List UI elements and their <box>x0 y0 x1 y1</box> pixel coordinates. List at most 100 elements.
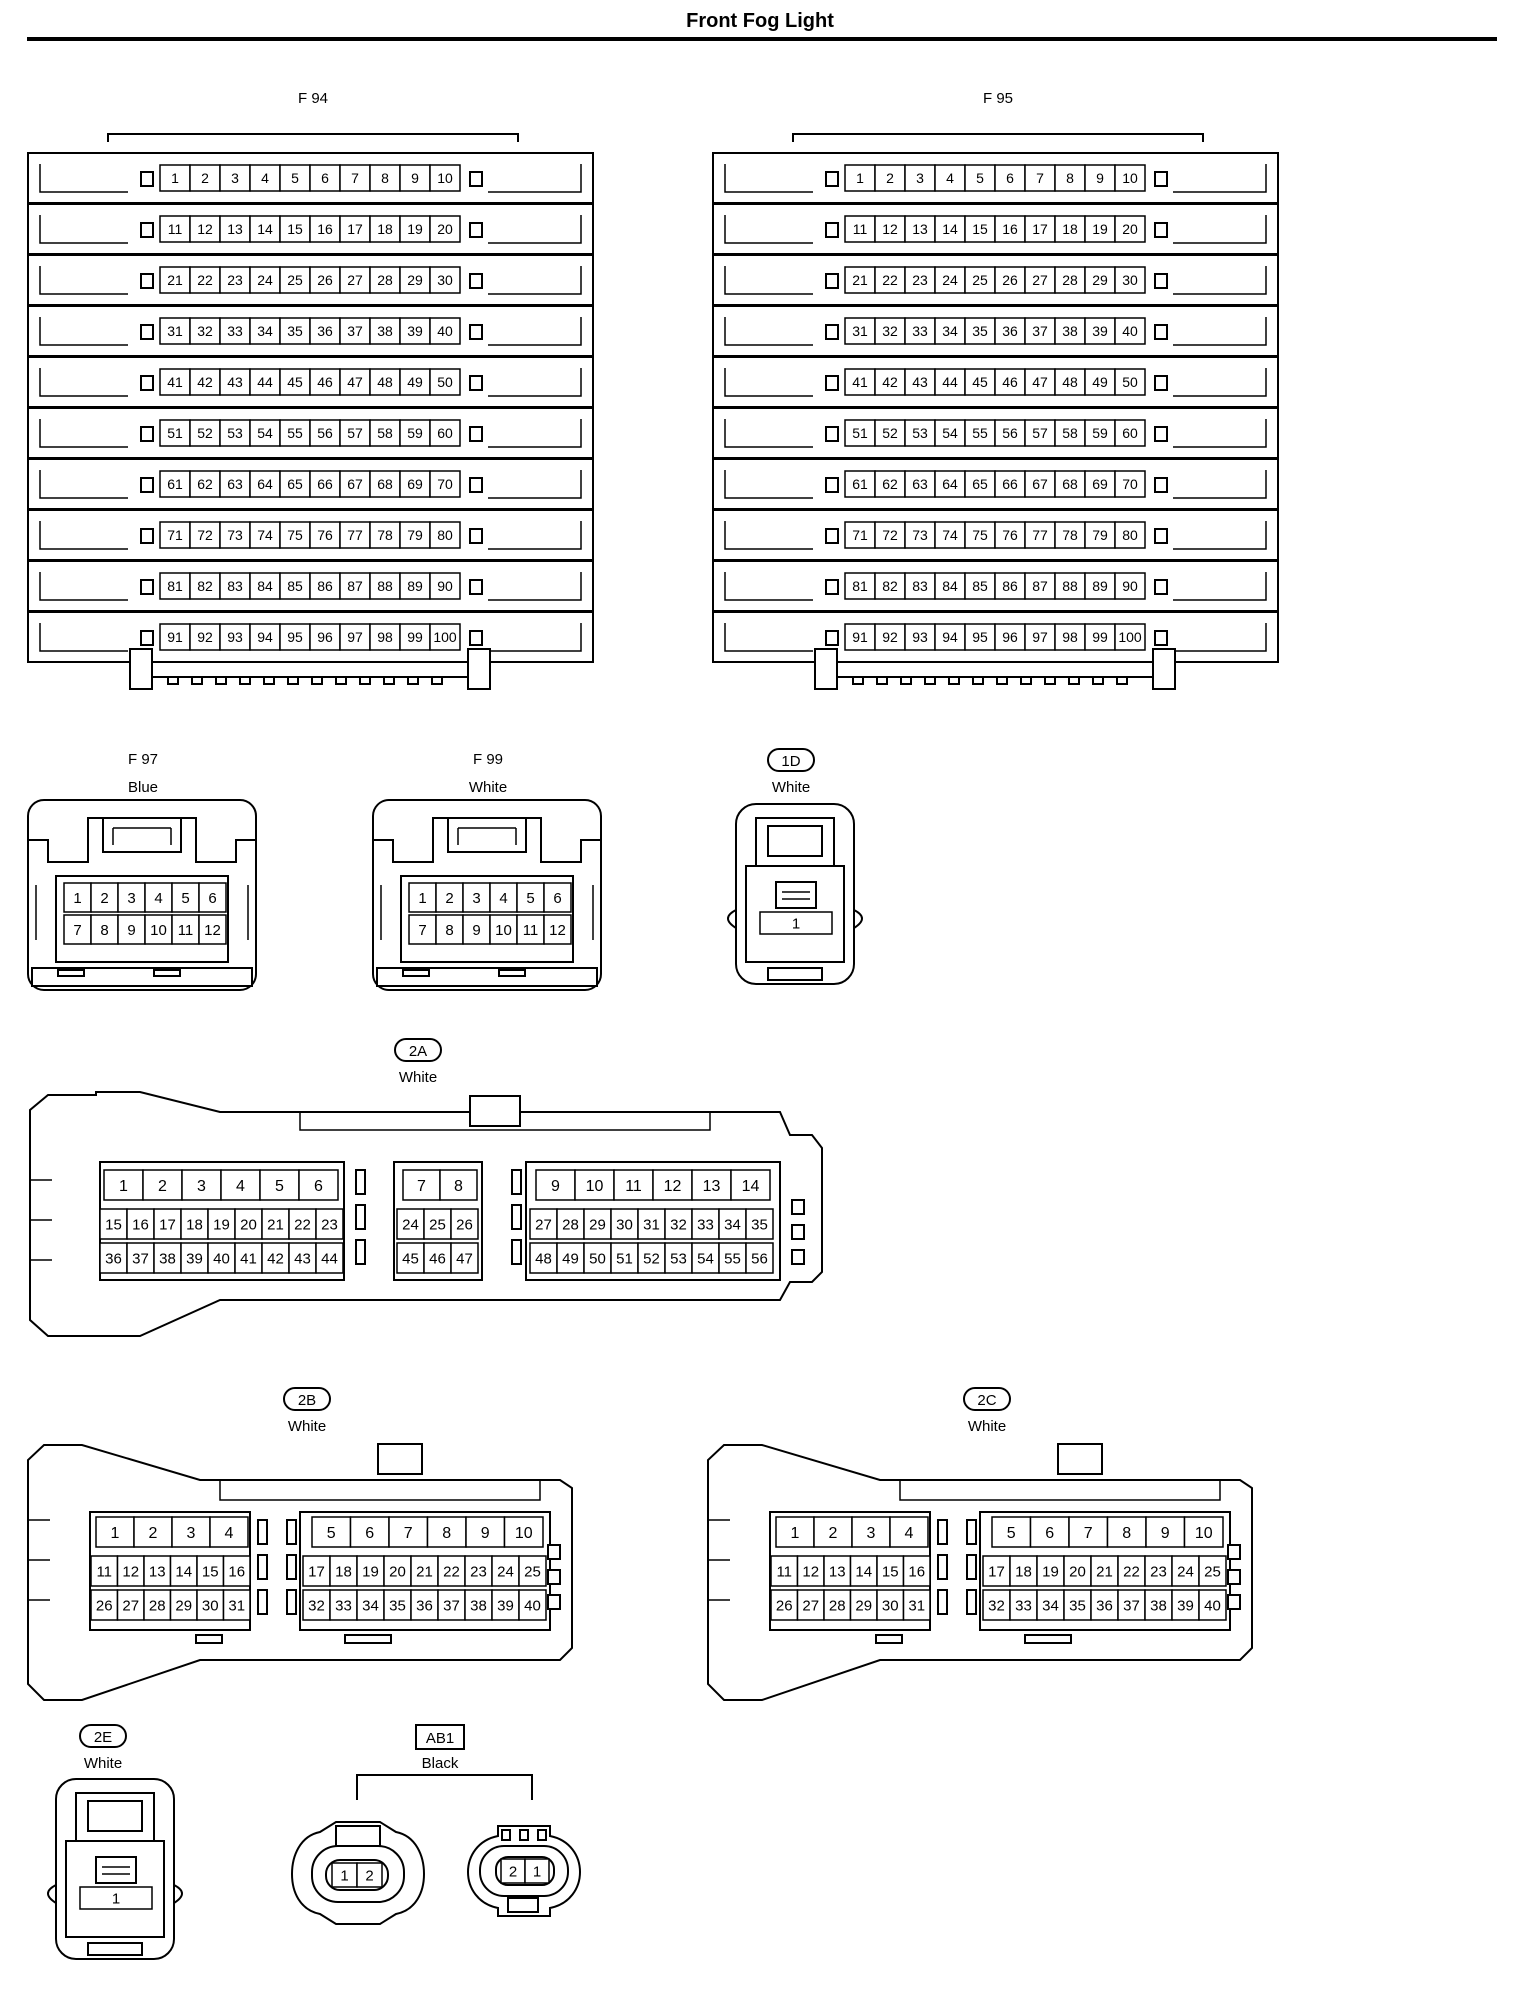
pin-cell <box>844 572 876 600</box>
pin-cell <box>143 1589 172 1621</box>
connector-latch-inner <box>112 827 172 845</box>
pin-cell <box>339 368 371 396</box>
pin-number: 67 <box>347 476 363 492</box>
pin-number: 32 <box>988 1597 1005 1614</box>
pin-number: 22 <box>1123 1563 1140 1580</box>
pin-cell <box>63 882 92 913</box>
pin-number: 37 <box>1032 323 1048 339</box>
pin-number: 19 <box>1042 1563 1059 1580</box>
pin-number: 70 <box>437 476 453 492</box>
pin-cell <box>189 521 221 549</box>
pin-number: 9 <box>1161 1525 1170 1542</box>
pin-cell <box>259 1169 300 1201</box>
pin-cell <box>288 1208 317 1240</box>
connector-tooth <box>335 676 347 685</box>
separator-slot <box>937 1554 948 1580</box>
pin-cell <box>315 1208 344 1240</box>
pin-cell <box>207 1208 236 1240</box>
row-notch-right <box>1173 266 1267 295</box>
pin-cell <box>1024 470 1056 498</box>
pin-number: 11 <box>96 1563 112 1580</box>
pin-number: 12 <box>122 1563 139 1580</box>
row-notch-right <box>488 368 582 397</box>
pin-number: 37 <box>347 323 363 339</box>
pin-number: 51 <box>616 1250 633 1267</box>
bottom-slot <box>195 1634 223 1644</box>
pin-cell <box>339 521 371 549</box>
pin-number: 25 <box>429 1216 446 1233</box>
row-lock-left <box>140 528 154 544</box>
row-notch-left <box>39 623 128 652</box>
pin-number: 26 <box>776 1597 793 1614</box>
pin-number: 75 <box>287 527 303 543</box>
pin-cell <box>116 1589 145 1621</box>
pin-cell <box>1106 1516 1147 1548</box>
row-notch-right <box>1173 317 1267 346</box>
row-lock-left <box>140 171 154 187</box>
pin-cell <box>934 266 966 294</box>
f97-color: Blue <box>128 779 158 796</box>
row-lock-right <box>469 477 483 493</box>
pin-cell <box>844 419 876 447</box>
pin-cell <box>934 368 966 396</box>
pin-cell <box>159 521 191 549</box>
bottom-tab <box>87 1942 143 1956</box>
pin-number: 95 <box>287 629 303 645</box>
pin-cell <box>189 623 221 651</box>
pin-number: 49 <box>562 1250 579 1267</box>
pin-cell <box>181 1169 222 1201</box>
connector-2e: 2E White 1 <box>47 1724 183 1960</box>
pin-cell <box>439 1169 478 1201</box>
row-notch-right <box>1173 419 1267 448</box>
pin-number: 28 <box>1062 272 1078 288</box>
pin-number: 34 <box>942 323 958 339</box>
row-lock-left <box>825 273 839 289</box>
left-ribs <box>708 1519 730 1601</box>
pin-number: 14 <box>855 1563 872 1580</box>
side-ear <box>47 1884 183 1904</box>
pin-number: 26 <box>1002 272 1018 288</box>
pin-number: 6 <box>365 1525 374 1542</box>
row-lock-left <box>140 477 154 493</box>
pin-number: 45 <box>402 1250 419 1267</box>
pin-cell <box>222 1555 251 1587</box>
pin-cell <box>964 623 996 651</box>
pin-cell <box>369 470 401 498</box>
pin-number: 39 <box>407 323 423 339</box>
pin-cell <box>142 1169 183 1201</box>
pin-number: 48 <box>1062 374 1078 390</box>
pin-number: 49 <box>407 374 423 390</box>
pin-number: 27 <box>802 1597 819 1614</box>
pin-number: 20 <box>240 1216 257 1233</box>
pin-cell <box>652 1169 693 1201</box>
pin-cell <box>718 1242 747 1274</box>
separator-slot <box>511 1169 522 1195</box>
pin-number: 44 <box>257 374 273 390</box>
pin-number: 65 <box>287 476 303 492</box>
pin-cell <box>1114 215 1146 243</box>
pin-number: 9 <box>411 170 419 186</box>
row-notch-right <box>488 623 582 652</box>
2e-code: 2E <box>94 1729 112 1746</box>
pin-number: 96 <box>317 629 333 645</box>
pin-number: 12 <box>802 1563 819 1580</box>
row-notch-right <box>488 419 582 448</box>
pin-number: 54 <box>257 425 273 441</box>
pin-number: 10 <box>150 922 167 939</box>
pin-cell <box>329 1589 358 1621</box>
pin-number: 61 <box>852 476 868 492</box>
pin-number: 7 <box>1084 1525 1093 1542</box>
pin-cell <box>450 1242 479 1274</box>
connector-tooth <box>996 676 1008 685</box>
pin-number: 85 <box>287 578 303 594</box>
row-notch-left <box>39 470 128 499</box>
pin-number: 47 <box>1032 374 1048 390</box>
pin-number: 17 <box>988 1563 1005 1580</box>
connector-tooth <box>972 676 984 685</box>
pin-number: 8 <box>454 1178 463 1195</box>
pin-cell <box>153 1242 182 1274</box>
connector-foot-right <box>467 648 491 690</box>
pin-cell <box>904 623 936 651</box>
